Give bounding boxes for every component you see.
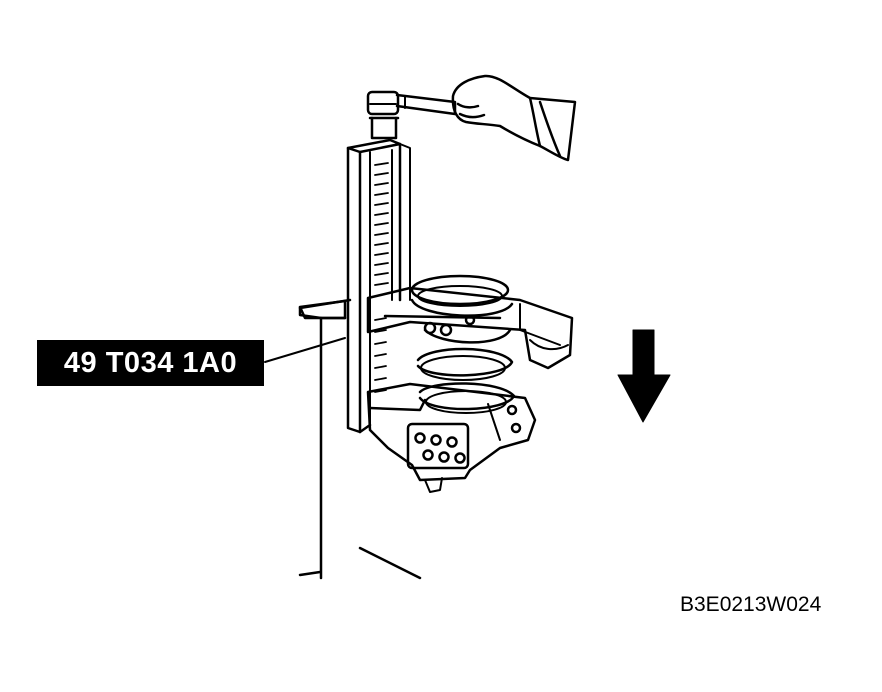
coil-spring xyxy=(410,274,516,414)
tool-number-label: 49 T034 1A0 xyxy=(37,340,264,386)
leader-line xyxy=(264,337,346,363)
vise-plate xyxy=(298,299,347,320)
figure-code: B3E0213W024 xyxy=(680,593,822,616)
upper-clamp xyxy=(366,286,574,370)
arrow-down-icon xyxy=(617,329,671,423)
compressor-frame xyxy=(346,138,411,434)
hand xyxy=(451,74,577,162)
lower-clamp xyxy=(366,382,537,493)
top-nut xyxy=(366,90,400,140)
ratchet-wrench xyxy=(395,93,457,116)
